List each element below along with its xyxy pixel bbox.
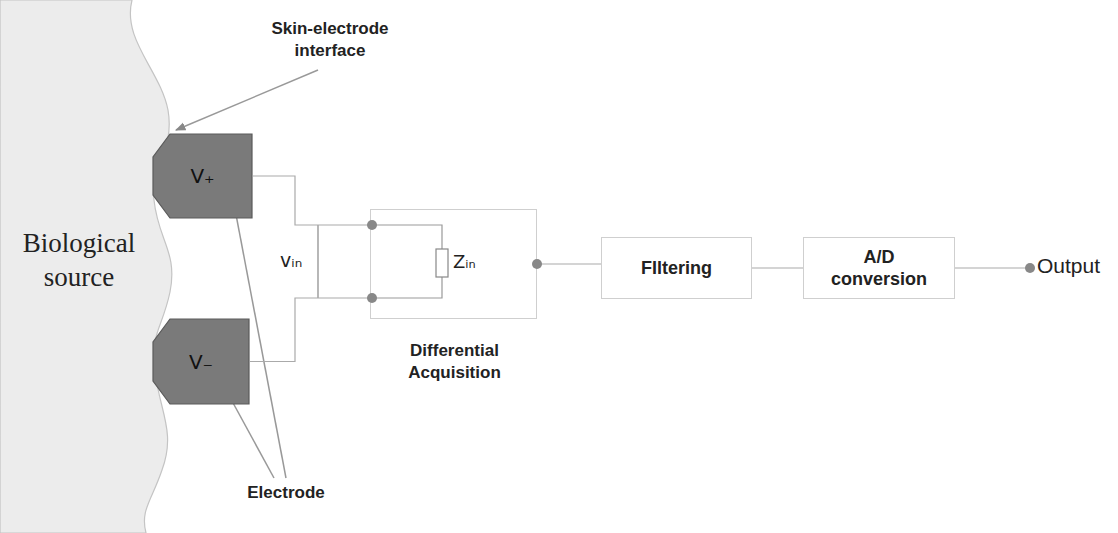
electrode: V₊ (152, 133, 253, 219)
source-name: Biological source (4, 226, 154, 294)
signal-name: vᵢₙ (280, 249, 314, 271)
output-wire (955, 267, 1030, 268)
callout-label: Electrode (236, 482, 336, 504)
leader-line (176, 70, 318, 130)
connector-wire (537, 263, 601, 264)
tissue-shape (0, 0, 172, 533)
callout-label: Skin-electrode interface (240, 18, 420, 62)
electrode: V₋ (152, 318, 250, 405)
connector-wire (250, 298, 370, 362)
terminal-dot (367, 293, 377, 303)
box-text: FIltering (641, 257, 712, 279)
electrode-name: V₊ (190, 164, 214, 188)
electrode-name: V₋ (189, 350, 213, 374)
electrode-body (153, 319, 249, 404)
vin-line (317, 225, 318, 298)
converter-box: A/D conversion (803, 237, 955, 299)
box-text: A/D conversion (823, 246, 935, 290)
acquisition-box: Differential AcquisitionZᵢₙ (370, 209, 537, 319)
connector-wire (752, 267, 803, 268)
resistor-symbol (436, 249, 448, 277)
electrode-body (153, 134, 252, 218)
internal-wire (372, 225, 442, 298)
terminal-label: Output (1037, 255, 1113, 277)
output-terminal (1025, 263, 1035, 273)
terminal-dot (532, 259, 542, 269)
box-heading: Differential Acquisition (381, 340, 528, 384)
biological-source: Biological source (0, 0, 180, 533)
connector-wire (253, 176, 370, 225)
filter-box: FIltering (601, 237, 752, 299)
component-label: Zᵢₙ (453, 251, 476, 273)
terminal-dot (367, 220, 377, 230)
